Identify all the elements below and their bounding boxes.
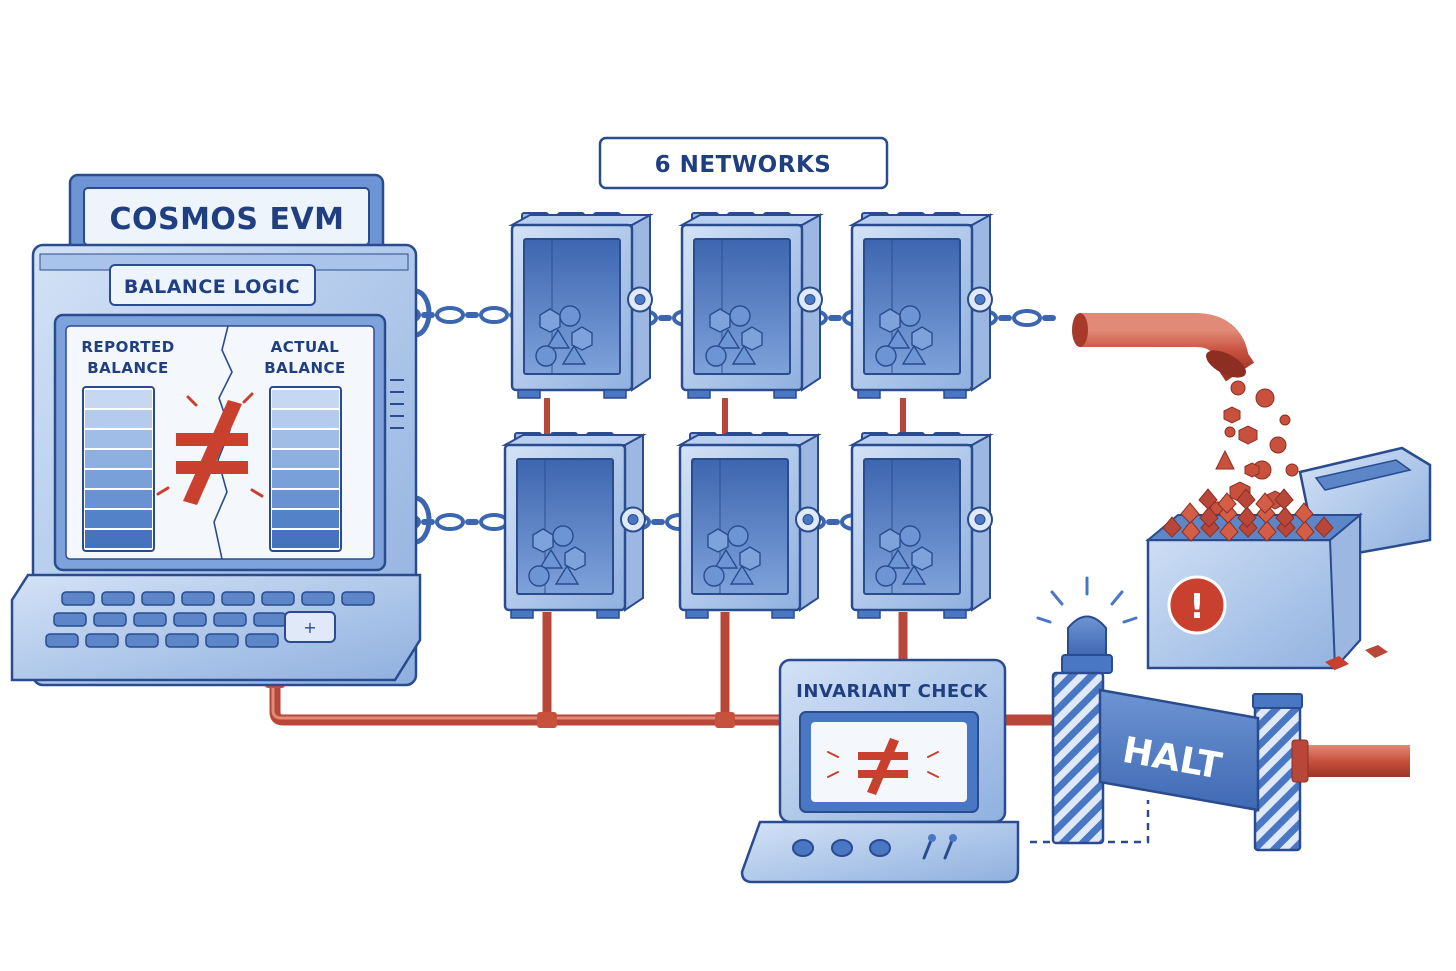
network-safe-6 xyxy=(848,432,994,619)
networks-label: 6 NETWORKS xyxy=(598,136,889,190)
reported-balance-bar xyxy=(82,386,155,552)
alert-icon: ! xyxy=(1189,587,1205,627)
svg-text:BALANCE: BALANCE xyxy=(264,359,346,377)
cosmos-evm-machine: COSMOS EVM BALANCE LOGIC REPORTED BALANC… xyxy=(10,173,422,687)
invariant-check-device: INVARIANT CHECK xyxy=(740,658,1020,884)
network-safe-4 xyxy=(501,432,647,619)
svg-text:REPORTED: REPORTED xyxy=(81,338,174,356)
network-safe-1 xyxy=(508,212,654,399)
outlet-pipe xyxy=(1072,313,1255,382)
machine-subtitle: BALANCE LOGIC xyxy=(124,276,300,298)
halt-gate: HALT xyxy=(1036,576,1410,852)
network-safes xyxy=(501,212,994,619)
actual-balance-bar xyxy=(269,386,342,552)
network-safe-2 xyxy=(678,212,824,399)
keyboard xyxy=(45,591,375,648)
svg-text:6 NETWORKS: 6 NETWORKS xyxy=(655,152,832,178)
leak-bin: ! xyxy=(1145,446,1432,671)
not-equal-icon xyxy=(156,392,264,505)
not-equal-icon xyxy=(827,738,939,795)
invariant-title: INVARIANT CHECK xyxy=(796,681,988,702)
svg-text:+: + xyxy=(303,618,316,637)
svg-text:ACTUAL: ACTUAL xyxy=(271,338,340,356)
machine-title: COSMOS EVM xyxy=(109,202,344,237)
network-safe-5 xyxy=(676,432,822,619)
falling-tokens xyxy=(1209,380,1299,519)
network-safe-3 xyxy=(848,212,994,399)
svg-text:BALANCE: BALANCE xyxy=(87,359,169,377)
